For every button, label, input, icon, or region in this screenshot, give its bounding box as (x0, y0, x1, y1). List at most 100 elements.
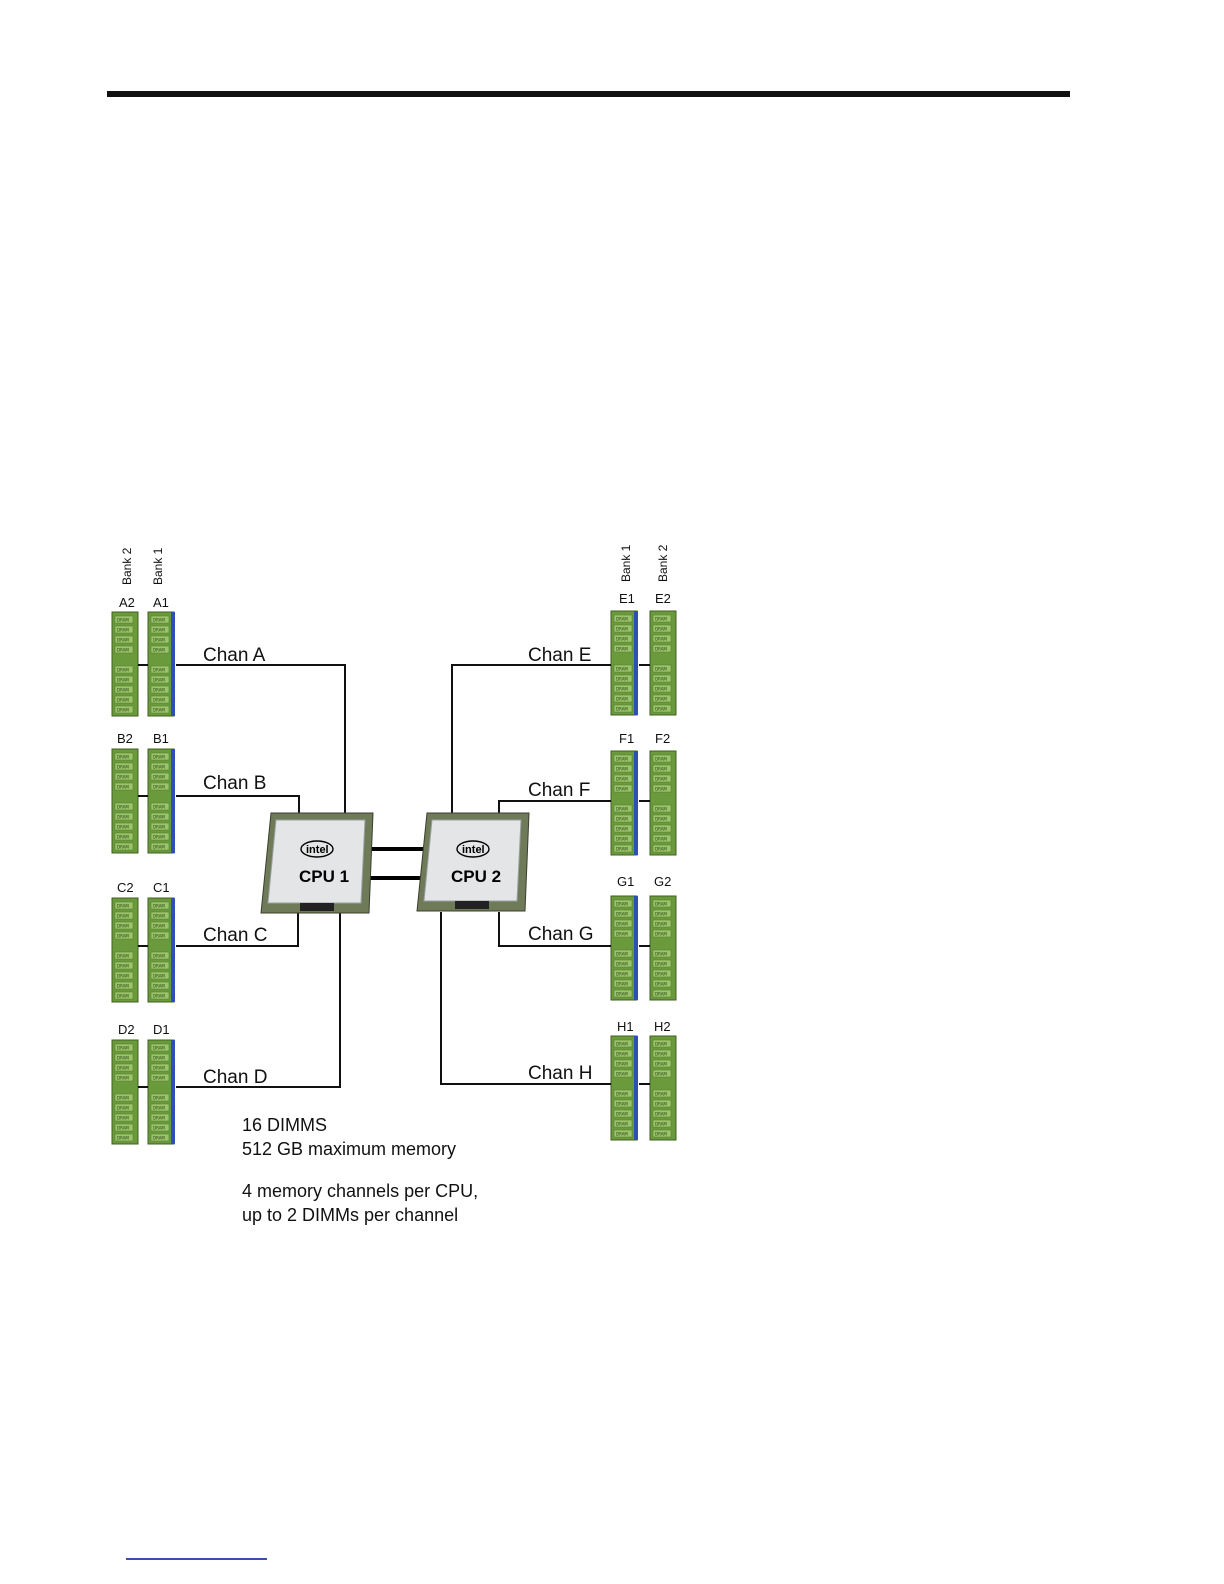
dram-chip-label: DRAM (117, 765, 129, 770)
dram-chip (114, 832, 134, 841)
dram-chip-label: DRAM (655, 677, 667, 682)
dram-chip (150, 822, 170, 831)
dram-chip-label: DRAM (153, 984, 165, 989)
wire-chan-b (176, 795, 300, 815)
dram-chip (652, 844, 672, 853)
dram-chip-label: DRAM (117, 1046, 129, 1051)
dram-chip-label: DRAM (117, 638, 129, 643)
dram-chip-label: DRAM (655, 1122, 667, 1127)
dram-chip (150, 752, 170, 761)
dram-chip (613, 899, 633, 908)
dram-chip (613, 834, 633, 843)
dram-chip-label: DRAM (616, 1062, 628, 1067)
dram-chip (150, 921, 170, 930)
dram-chip-label: DRAM (655, 1112, 667, 1117)
dram-chip-label: DRAM (117, 904, 129, 909)
dram-chip (114, 705, 134, 714)
slot-label-e1: E1 (619, 591, 635, 606)
slot-label-h1: H1 (617, 1019, 634, 1034)
dram-chip (114, 782, 134, 791)
dram-chip-label: DRAM (616, 777, 628, 782)
dram-chip-label: DRAM (153, 785, 165, 790)
dram-chip (114, 762, 134, 771)
dram-chip (114, 1063, 134, 1072)
dimm-slot-latch-f1 (634, 751, 638, 855)
dram-chip (613, 989, 633, 998)
dram-chip (652, 969, 672, 978)
chan-label-c: Chan C (203, 925, 267, 946)
cpu-1-label: CPU 1 (299, 867, 349, 886)
dimm-slot-latch-d1 (171, 1040, 175, 1144)
dram-chip (652, 1069, 672, 1078)
dram-chip (652, 899, 672, 908)
dram-chip-label: DRAM (616, 1092, 628, 1097)
footer-link-rule (126, 1558, 267, 1560)
dram-chip (150, 842, 170, 851)
dram-chip (652, 614, 672, 623)
dram-chip-label: DRAM (117, 775, 129, 780)
dimm-modules: DRAMDRAMDRAMDRAMDRAMDRAMDRAMDRAMDRAMDRAM… (111, 610, 677, 1145)
dram-chip-label: DRAM (655, 817, 667, 822)
dram-chip-label: DRAM (616, 1122, 628, 1127)
dram-chip (114, 685, 134, 694)
wire-chan-f (498, 800, 611, 815)
dram-chip-label: DRAM (655, 1092, 667, 1097)
dram-chip (150, 625, 170, 634)
slot-label-h2: H2 (654, 1019, 671, 1034)
intel-logo-cpu-1 (300, 840, 334, 858)
dram-chip (613, 844, 633, 853)
dram-chip-label: DRAM (655, 767, 667, 772)
dram-chip-label: DRAM (117, 815, 129, 820)
dram-chip (150, 1123, 170, 1132)
dram-chip (114, 625, 134, 634)
dram-chip (652, 919, 672, 928)
dimm-slot-latch-a1 (171, 612, 175, 716)
top-rule (107, 91, 1070, 97)
dram-chip (613, 919, 633, 928)
dram-chip (652, 979, 672, 988)
dram-chip-label: DRAM (117, 688, 129, 693)
dram-chip-label: DRAM (153, 805, 165, 810)
dram-chip-label: DRAM (153, 638, 165, 643)
dimm-slot-latch-e1 (634, 611, 638, 715)
dram-chip-label: DRAM (655, 697, 667, 702)
dram-chip-label: DRAM (153, 934, 165, 939)
dram-chip (150, 615, 170, 624)
dram-chip-label: DRAM (117, 845, 129, 850)
dram-chip (652, 1039, 672, 1048)
dram-chip (150, 1073, 170, 1082)
dram-chip-label: DRAM (655, 1102, 667, 1107)
dram-chip (150, 645, 170, 654)
dram-chip-label: DRAM (117, 1076, 129, 1081)
wire-chan-d (176, 912, 341, 1088)
dram-chip (114, 665, 134, 674)
dram-chip (114, 1113, 134, 1122)
intel-brand-cpu-1: intel (306, 844, 329, 856)
dram-chip-label: DRAM (117, 678, 129, 683)
dram-chip-label: DRAM (655, 617, 667, 622)
dram-chip-label: DRAM (153, 974, 165, 979)
dram-chip-label: DRAM (117, 1096, 129, 1101)
dram-chip-label: DRAM (616, 637, 628, 642)
dram-chip-label: DRAM (117, 994, 129, 999)
slot-label-f1: F1 (619, 731, 634, 746)
dram-chip-label: DRAM (117, 954, 129, 959)
dram-chip (114, 822, 134, 831)
slot-label-c1: C1 (153, 880, 170, 895)
dram-chip (652, 909, 672, 918)
dimm-slot-latch-g1 (634, 896, 638, 1000)
dram-chip-label: DRAM (117, 924, 129, 929)
dram-chip-label: DRAM (117, 1056, 129, 1061)
dimm-slot-latch-c1 (171, 898, 175, 1002)
dram-chip (613, 704, 633, 713)
chan-label-f: Chan F (528, 780, 590, 801)
dram-chip (652, 624, 672, 633)
dram-chip (652, 1119, 672, 1128)
dram-chip (150, 1063, 170, 1072)
cpu-2-label: CPU 2 (451, 867, 501, 886)
dram-chip (652, 949, 672, 958)
dram-chip (613, 909, 633, 918)
